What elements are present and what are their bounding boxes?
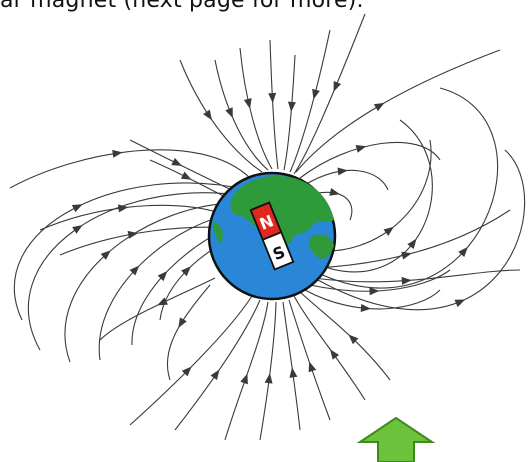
field-line xyxy=(316,210,510,268)
field-arrow-icon xyxy=(225,107,236,119)
field-arrow-icon xyxy=(171,158,184,170)
field-line xyxy=(167,285,210,380)
field-line xyxy=(100,278,215,340)
field-arrow-icon xyxy=(181,172,194,184)
field-arrow-icon xyxy=(361,304,372,313)
field-arrow-icon xyxy=(287,102,296,113)
field-line xyxy=(290,30,330,172)
field-arrow-icon xyxy=(454,296,466,307)
field-arrow-icon xyxy=(310,89,320,101)
field-arrow-icon xyxy=(210,367,222,380)
field-arrow-icon xyxy=(330,81,341,93)
field-arrow-icon xyxy=(402,276,413,285)
field-line xyxy=(175,300,260,430)
field-arrow-icon xyxy=(203,110,215,123)
field-line xyxy=(300,142,440,178)
field-arrow-icon xyxy=(356,142,368,152)
field-arrow-icon xyxy=(407,236,419,249)
up-arrow-icon[interactable] xyxy=(360,418,432,462)
field-arrow-icon xyxy=(338,166,349,175)
field-line xyxy=(260,302,276,440)
field-line xyxy=(270,40,278,169)
field-line xyxy=(150,160,232,200)
field-line xyxy=(240,48,272,169)
field-line xyxy=(60,227,226,255)
field-arrow-icon xyxy=(175,317,187,330)
field-arrow-icon xyxy=(305,360,316,372)
field-line xyxy=(10,150,250,188)
field-arrow-icon xyxy=(329,188,341,198)
field-line xyxy=(215,60,268,170)
field-line xyxy=(283,302,300,430)
field-line xyxy=(180,60,262,172)
field-arrow-icon xyxy=(374,99,387,111)
field-arrow-icon xyxy=(240,372,251,384)
field-arrow-icon xyxy=(383,223,396,235)
field-line xyxy=(40,205,228,230)
field-arrow-icon xyxy=(327,347,339,360)
field-arrow-icon xyxy=(72,222,85,234)
field-arrow-icon xyxy=(112,148,123,157)
field-arrow-icon xyxy=(244,98,254,110)
field-line xyxy=(296,50,500,172)
field-line xyxy=(130,296,252,425)
field-arrow-icon xyxy=(72,201,84,213)
field-line xyxy=(130,140,236,192)
field-line xyxy=(316,88,498,288)
field-line xyxy=(284,55,295,170)
field-line xyxy=(303,170,388,190)
field-line xyxy=(289,300,330,420)
field-arrow-icon xyxy=(128,229,139,239)
field-arrow-icon xyxy=(268,93,277,103)
